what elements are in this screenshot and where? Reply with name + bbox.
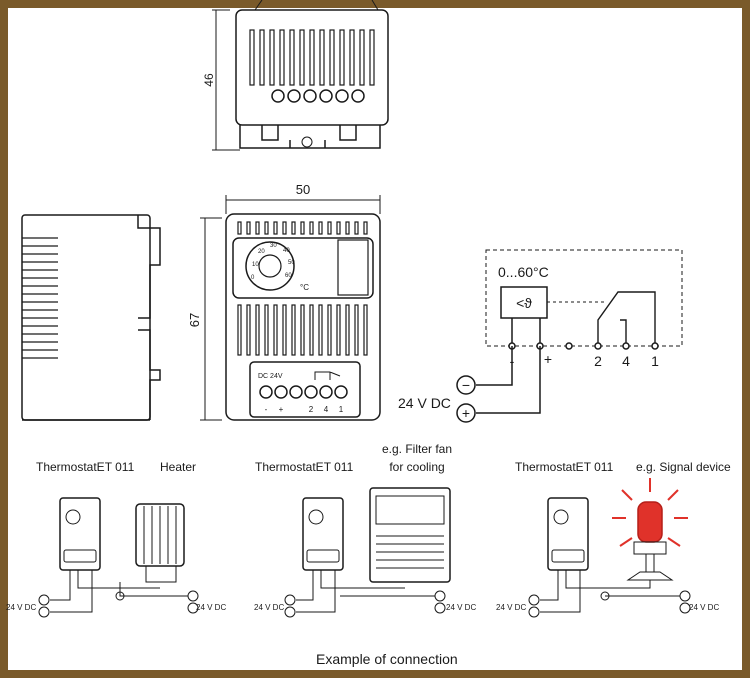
example-heater-drawing xyxy=(38,497,199,618)
schematic-terminal-1: 1 xyxy=(651,353,659,369)
top-vent-slots xyxy=(249,29,375,86)
front-terminal-1: 1 xyxy=(339,405,344,414)
ex2-supply-left: 24 V DC xyxy=(254,603,284,612)
front-view xyxy=(200,195,381,421)
ex1-supply-right: 24 V DC xyxy=(196,603,226,612)
temperature-dial xyxy=(245,241,295,291)
ex1-thermostat-label: ThermostatET 011 xyxy=(36,460,135,474)
ex2-device-label: e.g. Filter fan for cooling xyxy=(381,442,453,474)
ex3-device-label: e.g. Signal device xyxy=(636,460,731,474)
dim-front-height: 67 xyxy=(187,313,202,327)
dial-mark-20: 20 xyxy=(258,249,265,255)
top-view xyxy=(212,0,389,151)
dial-mark-50: 50 xyxy=(288,260,295,266)
schematic-terminal-minus: - xyxy=(510,353,515,369)
front-mid-slots xyxy=(237,304,368,356)
schematic-terminal-plus: + xyxy=(544,351,552,367)
dial-mark-40: 40 xyxy=(283,248,290,254)
example-signal-drawing xyxy=(528,478,691,618)
ex3-supply-left: 24 V DC xyxy=(496,603,526,612)
top-terminal-holes xyxy=(271,89,365,103)
caption: Example of connection xyxy=(316,651,458,667)
side-vent-slots xyxy=(22,237,58,359)
ex2-supply-right: 24 V DC xyxy=(446,603,476,612)
plus-terminal-symbol xyxy=(456,403,476,423)
side-view xyxy=(21,214,161,421)
ex1-device-label: Heater xyxy=(160,460,197,474)
minus-terminal-symbol xyxy=(456,375,476,395)
ex1-supply-left: 24 V DC xyxy=(6,603,36,612)
schematic-supply-label: 24 V DC xyxy=(398,395,451,411)
dial-mark-0: 0 xyxy=(251,275,255,281)
schematic-terminal-4: 4 xyxy=(622,353,630,369)
dial-unit: °C xyxy=(300,283,309,292)
front-terminal-2: 2 xyxy=(309,405,314,414)
ex3-thermostat-label: ThermostatET 011 xyxy=(515,460,614,474)
dim-top-height: 46 xyxy=(202,73,216,87)
ex3-supply-right: 24 V DC xyxy=(689,603,719,612)
front-terminal-minus: - xyxy=(265,405,268,414)
dial-mark-60: 60 xyxy=(285,273,292,279)
dim-front-width: 50 xyxy=(296,182,310,197)
plus-symbol-text: + xyxy=(462,405,470,421)
front-top-slots xyxy=(237,221,368,235)
example-fan-drawing xyxy=(284,487,451,618)
dial-mark-30: 30 xyxy=(270,243,277,249)
front-terminal-plus: + xyxy=(279,405,284,414)
dial-mark-10: 10 xyxy=(252,262,259,268)
schematic-terminal-2: 2 xyxy=(594,353,602,369)
front-terminal-holes xyxy=(259,385,348,399)
signal-lamp-icon xyxy=(612,478,688,547)
schematic-range-label: 0...60°C xyxy=(498,264,549,280)
wiring-schematic xyxy=(456,249,683,423)
front-terminal-4: 4 xyxy=(324,405,329,414)
front-dc-label: DC 24V xyxy=(258,373,283,380)
sensor-symbol: <ϑ xyxy=(516,295,532,311)
minus-symbol-text: − xyxy=(462,377,470,393)
ex2-thermostat-label: ThermostatET 011 xyxy=(255,460,354,474)
